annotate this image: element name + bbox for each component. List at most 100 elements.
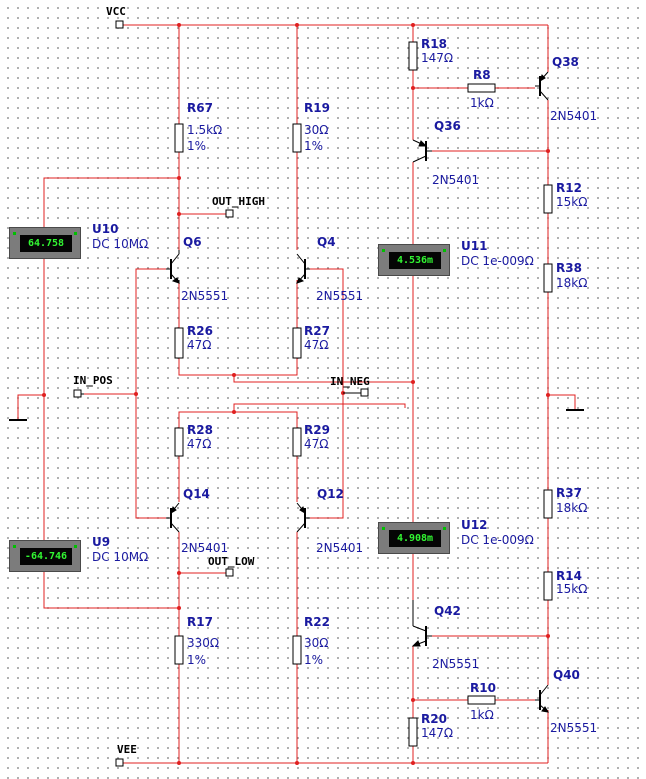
meter-pin-plus[interactable] <box>13 545 16 548</box>
resistor-r22[interactable] <box>292 635 302 665</box>
meter-u10-display: 64.758 <box>20 235 72 252</box>
label-r10-value: 1kΩ <box>470 708 494 722</box>
transistor-q40[interactable] <box>535 684 549 713</box>
label-r20-value: 147Ω <box>421 726 453 740</box>
label-r18-value: 147Ω <box>421 51 453 65</box>
meter-u12-display: 4.908m <box>389 530 441 547</box>
label-r12-value: 15kΩ <box>556 195 587 209</box>
resistor-r37[interactable] <box>543 489 553 519</box>
label-r14-value: 15kΩ <box>556 582 587 596</box>
label-r17-ref: R17 <box>187 615 213 629</box>
label-u11-ref: U11 <box>461 239 487 253</box>
resistor-r8[interactable] <box>467 83 496 93</box>
multimeter-u11[interactable]: 4.536m <box>378 244 450 276</box>
net-label-out-low: OUT_LOW <box>208 555 255 568</box>
label-r37-ref: R37 <box>556 486 582 500</box>
label-r29-value: 47Ω <box>304 437 328 451</box>
red-wires <box>17 24 576 764</box>
resistor-r19[interactable] <box>292 123 302 153</box>
connector-vcc[interactable] <box>115 20 124 29</box>
resistor-r17[interactable] <box>174 635 184 665</box>
label-r28-ref: R28 <box>187 423 213 437</box>
meter-labels: U10 DC 10MΩ U9 DC 10MΩ U11 DC 1e-009Ω U1… <box>92 222 534 564</box>
label-r18-ref: R18 <box>421 37 447 51</box>
multimeter-u12[interactable]: 4.908m <box>378 522 450 554</box>
label-q4-ref: Q4 <box>317 235 336 249</box>
transistor-q6[interactable] <box>166 250 180 284</box>
net-label-out-high: OUT_HIGH <box>212 195 265 208</box>
connector-out-high[interactable] <box>225 209 234 218</box>
label-r67-tol: 1% <box>187 139 206 153</box>
label-r10-ref: R10 <box>470 681 496 695</box>
multimeter-u9[interactable]: -64.746 <box>9 540 81 572</box>
transistor-symbols <box>166 71 549 713</box>
label-q38-part: 2N5401 <box>550 109 597 123</box>
label-q6-part: 2N5551 <box>181 289 228 303</box>
label-q36-ref: Q36 <box>434 119 461 133</box>
label-u10-mode: DC 10MΩ <box>92 237 148 251</box>
multimeter-u10[interactable]: 64.758 <box>9 227 81 259</box>
label-r38-ref: R38 <box>556 261 582 275</box>
resistor-bodies <box>174 41 553 747</box>
label-r22-ref: R22 <box>304 615 330 629</box>
label-u9-mode: DC 10MΩ <box>92 550 148 564</box>
resistor-r12[interactable] <box>543 184 553 214</box>
resistor-r26[interactable] <box>174 327 184 359</box>
net-label-vcc: VCC <box>106 5 126 18</box>
label-q40-part: 2N5551 <box>550 721 597 735</box>
label-r19-ref: R19 <box>304 101 330 115</box>
transistor-q36[interactable] <box>412 139 432 163</box>
label-q42-part: 2N5551 <box>432 657 479 671</box>
resistor-r20[interactable] <box>408 717 418 747</box>
label-r17-value: 330Ω <box>187 636 219 650</box>
transistor-labels: Q6 2N5551 Q4 2N5551 Q14 2N5401 Q12 2N540… <box>181 55 597 735</box>
meter-pin-minus[interactable] <box>74 232 77 235</box>
label-r67-ref: R67 <box>187 101 213 115</box>
resistor-r18[interactable] <box>408 41 418 71</box>
label-r37-value: 18kΩ <box>556 501 587 515</box>
label-r8-value: 1kΩ <box>470 96 494 110</box>
resistor-r10[interactable] <box>467 695 496 705</box>
resistor-r27[interactable] <box>292 327 302 359</box>
transistor-q14[interactable] <box>166 502 180 533</box>
label-q42-ref: Q42 <box>434 604 461 618</box>
meter-u11-display: 4.536m <box>389 252 441 269</box>
label-r17-tol: 1% <box>187 653 206 667</box>
net-label-in-neg: IN_NEG <box>330 375 370 388</box>
label-u10-ref: U10 <box>92 222 118 236</box>
meter-pin-minus[interactable] <box>443 249 446 252</box>
meter-pin-plus[interactable] <box>382 249 385 252</box>
connector-in-pos[interactable] <box>73 389 82 398</box>
label-q38-ref: Q38 <box>552 55 579 69</box>
label-r26-value: 47Ω <box>187 338 211 352</box>
resistor-r28[interactable] <box>174 427 184 457</box>
label-r22-value: 30Ω <box>304 636 328 650</box>
label-q14-ref: Q14 <box>183 487 210 501</box>
meter-pin-plus[interactable] <box>382 527 385 530</box>
connector-out-low[interactable] <box>225 568 234 577</box>
label-u12-mode: DC 1e-009Ω <box>461 533 534 547</box>
transistor-q38[interactable] <box>535 71 549 101</box>
label-r8-ref: R8 <box>473 68 491 82</box>
meter-pin-plus[interactable] <box>13 232 16 235</box>
transistor-q4[interactable] <box>296 253 310 284</box>
resistor-r29[interactable] <box>292 427 302 457</box>
label-r27-value: 47Ω <box>304 338 328 352</box>
connector-vee[interactable] <box>115 758 124 767</box>
connector-in-neg[interactable] <box>360 388 369 397</box>
label-r27-ref: R27 <box>304 324 330 338</box>
transistor-q12[interactable] <box>296 502 310 533</box>
label-q6-ref: Q6 <box>183 235 202 249</box>
meter-pin-minus[interactable] <box>443 527 446 530</box>
label-q40-ref: Q40 <box>553 668 580 682</box>
resistor-labels: R67 1.5kΩ 1% R19 30Ω 1% R26 47Ω R27 47Ω … <box>187 37 587 740</box>
resistor-r67[interactable] <box>174 123 184 153</box>
meter-pin-minus[interactable] <box>74 545 77 548</box>
resistor-r14[interactable] <box>543 571 553 601</box>
label-r19-tol: 1% <box>304 139 323 153</box>
transistor-q42[interactable] <box>411 625 432 647</box>
label-r67-value: 1.5kΩ <box>187 123 222 137</box>
resistor-r38[interactable] <box>543 263 553 293</box>
label-q14-part: 2N5401 <box>181 541 228 555</box>
